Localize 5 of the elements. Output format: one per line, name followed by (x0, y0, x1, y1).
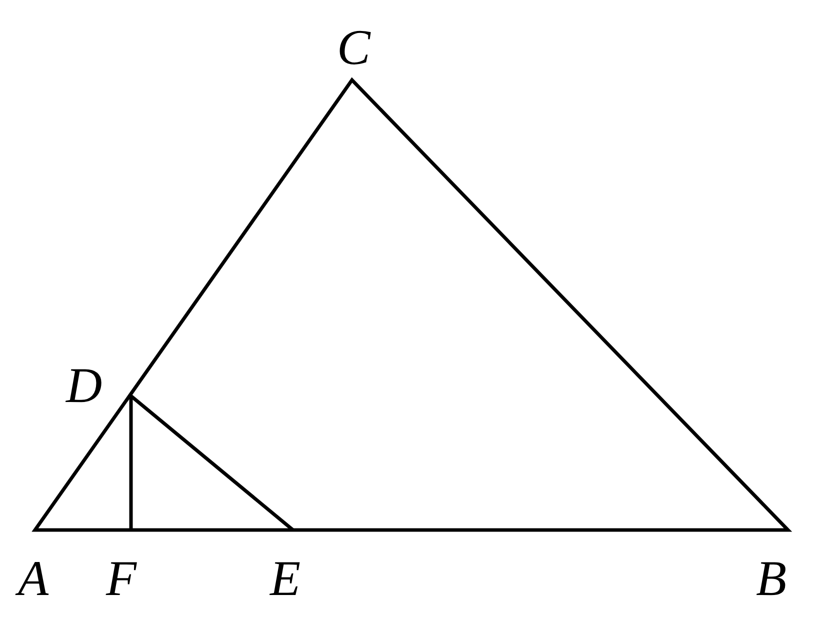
point-label: B (756, 553, 787, 603)
point-label: D (66, 360, 102, 410)
point-label: E (270, 553, 301, 603)
point-label: F (106, 553, 137, 603)
point-label: C (337, 22, 370, 72)
